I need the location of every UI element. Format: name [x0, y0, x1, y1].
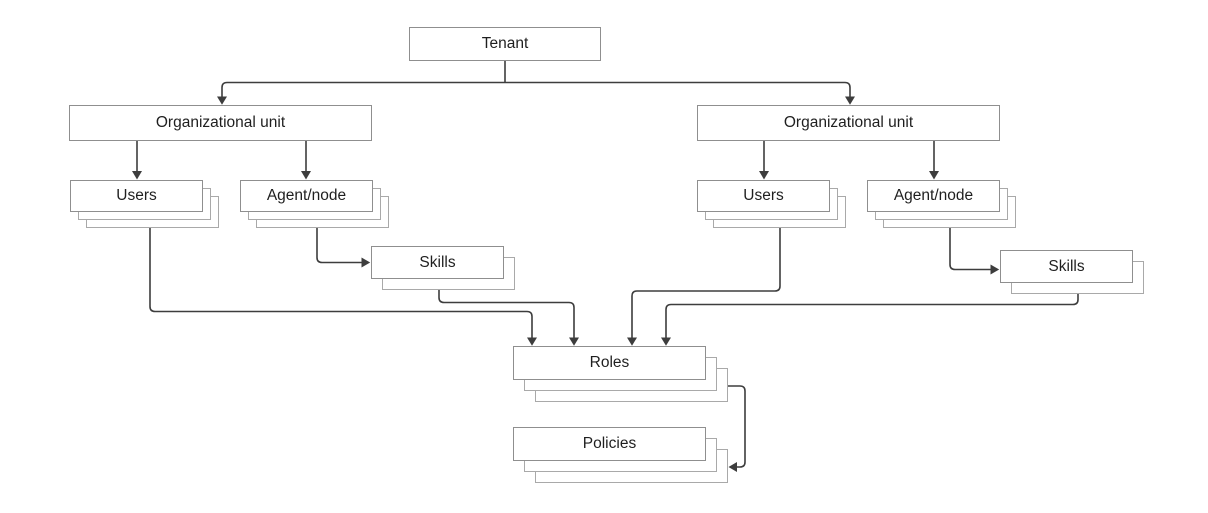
- node-users-left-label: Users: [116, 187, 157, 205]
- arrowhead-roles-4: [661, 337, 671, 346]
- node-box: Skills: [1000, 250, 1133, 283]
- node-skills-right-label: Skills: [1048, 257, 1085, 275]
- arrowhead-org-right: [845, 96, 855, 105]
- edge-agentright-skills: [949, 228, 991, 271]
- edge-tenant-org-right: [505, 81, 851, 97]
- arrowhead-skills-left: [361, 257, 371, 268]
- node-org-unit-right: Organizational unit: [697, 105, 1000, 141]
- arrowhead-skills-right: [990, 264, 1000, 275]
- node-agent-node-left-label: Agent/node: [266, 187, 347, 205]
- node-policies: Policies: [513, 427, 728, 483]
- arrowhead-agent-right: [929, 171, 939, 180]
- arrowhead-agent-left: [301, 171, 311, 180]
- node-agent-node-right-label: Agent/node: [893, 187, 974, 205]
- node-roles-label: Roles: [589, 354, 630, 372]
- arrowhead-policies: [728, 462, 737, 472]
- arrowhead-roles-1: [527, 337, 537, 346]
- node-skills-left: Skills: [371, 246, 515, 290]
- arrowhead-users-left: [132, 171, 142, 180]
- node-org-unit-left-label: Organizational unit: [155, 114, 286, 132]
- node-org-unit-right-label: Organizational unit: [783, 114, 914, 132]
- node-box: Users: [70, 180, 203, 212]
- node-users-right: Users: [697, 180, 846, 228]
- arrowhead-users-right: [759, 171, 769, 180]
- node-users-left: Users: [70, 180, 219, 228]
- node-box: Policies: [513, 427, 706, 461]
- node-skills-right: Skills: [1000, 250, 1144, 294]
- node-users-right-label: Users: [743, 187, 784, 205]
- node-roles: Roles: [513, 346, 728, 402]
- edge-agentleft-skills: [316, 228, 362, 264]
- node-agent-node-right: Agent/node: [867, 180, 1016, 228]
- node-box: Agent/node: [867, 180, 1000, 212]
- edge-skillsright-roles: [665, 294, 1079, 338]
- arrowhead-roles-2: [569, 337, 579, 346]
- node-policies-label: Policies: [582, 435, 637, 453]
- edge-tenant-org-left: [221, 81, 505, 97]
- edge-usersright-roles: [631, 228, 781, 338]
- node-tenant: Tenant: [409, 27, 601, 61]
- node-skills-left-label: Skills: [419, 253, 456, 271]
- node-box: Skills: [371, 246, 504, 279]
- node-tenant-label: Tenant: [481, 35, 529, 53]
- node-box: Roles: [513, 346, 706, 380]
- node-agent-node-left: Agent/node: [240, 180, 389, 228]
- edge-roles-policies: [728, 385, 746, 468]
- arrowhead-org-left: [217, 96, 227, 105]
- arrowhead-roles-3: [627, 337, 637, 346]
- node-box: Users: [697, 180, 830, 212]
- node-org-unit-left: Organizational unit: [69, 105, 372, 141]
- node-box: Agent/node: [240, 180, 373, 212]
- edge-skillsleft-roles: [438, 290, 575, 338]
